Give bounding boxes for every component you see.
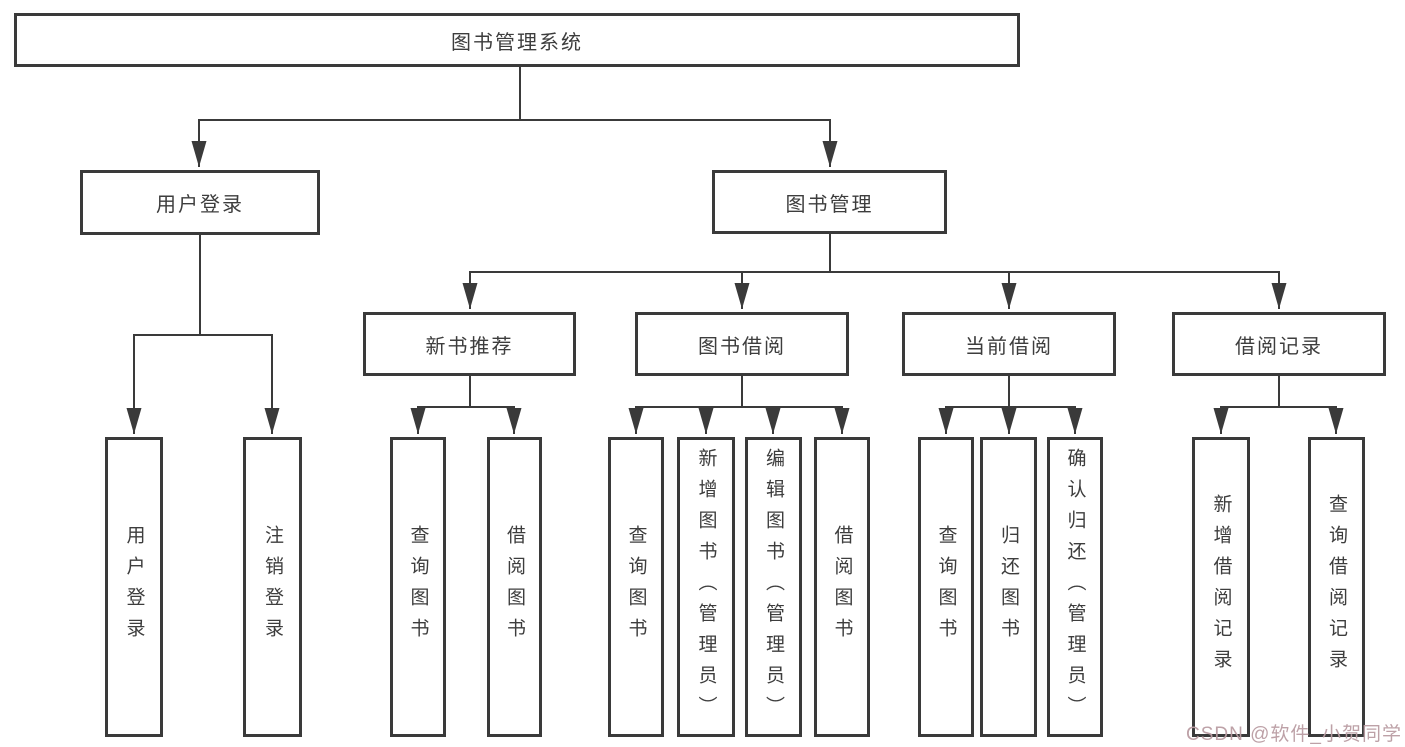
node-add-borrow-record: 新增借阅记录 [1192, 437, 1250, 737]
connector-user-login [126, 235, 280, 434]
connector-new-book-recommend [410, 376, 522, 434]
node-query-books-borrow: 查询图书 [608, 437, 664, 737]
node-confirm-return-admin-label: 确认归还（管理员） [1064, 447, 1086, 727]
node-edit-books-admin: 编辑图书（管理员） [745, 437, 802, 737]
node-borrow-records-label: 借阅记录 [1235, 335, 1323, 358]
node-add-books-admin: 新增图书（管理员） [677, 437, 735, 737]
node-query-borrow-record-label: 查询借阅记录 [1326, 494, 1347, 680]
node-confirm-return-admin: 确认归还（管理员） [1047, 437, 1103, 737]
node-borrow-books-recommend-label: 借阅图书 [504, 525, 525, 649]
connector-current-borrow [938, 376, 1083, 434]
node-book-management-label: 图书管理 [785, 193, 874, 216]
node-borrow-books-action: 借阅图书 [814, 437, 870, 737]
connector-root [191, 67, 838, 167]
node-new-book-recommend-label: 新书推荐 [425, 335, 514, 358]
node-borrow-records: 借阅记录 [1172, 312, 1386, 376]
connector-book-management [462, 233, 1287, 309]
node-query-books-current-label: 查询图书 [935, 525, 957, 649]
node-borrow-books-recommend: 借阅图书 [487, 437, 542, 737]
node-root-label: 图书管理系统 [451, 31, 583, 54]
node-current-borrow: 当前借阅 [902, 312, 1116, 376]
node-query-books-current: 查询图书 [918, 437, 974, 737]
node-user-login-action: 用户登录 [105, 437, 163, 737]
node-return-books: 归还图书 [980, 437, 1037, 737]
node-edit-books-admin-label: 编辑图书（管理员） [763, 447, 784, 727]
node-query-borrow-record: 查询借阅记录 [1308, 437, 1365, 737]
connector-book-borrow [628, 376, 850, 434]
node-book-borrow: 图书借阅 [635, 312, 849, 376]
node-return-books-label: 归还图书 [998, 525, 1019, 649]
node-user-login-action-label: 用户登录 [123, 525, 145, 649]
node-book-borrow-label: 图书借阅 [698, 335, 786, 358]
node-new-book-recommend: 新书推荐 [363, 312, 576, 376]
node-borrow-books-action-label: 借阅图书 [831, 525, 853, 649]
connector-borrow-records [1213, 376, 1344, 434]
csdn-watermark: CSDN @软件_小贺同学 [1186, 724, 1402, 745]
node-user-login-label: 用户登录 [156, 194, 244, 216]
node-logout-action: 注销登录 [243, 437, 302, 737]
node-logout-action-label: 注销登录 [262, 525, 283, 649]
node-user-login: 用户登录 [80, 170, 320, 235]
node-add-borrow-record-label: 新增借阅记录 [1210, 494, 1232, 680]
node-book-management: 图书管理 [712, 170, 947, 234]
node-query-books-recommend: 查询图书 [390, 437, 446, 737]
node-query-books-borrow-label: 查询图书 [625, 525, 647, 649]
node-query-books-recommend-label: 查询图书 [407, 525, 429, 649]
node-current-borrow-label: 当前借阅 [965, 335, 1053, 358]
node-add-books-admin-label: 新增图书（管理员） [695, 447, 717, 727]
node-root: 图书管理系统 [14, 13, 1020, 67]
